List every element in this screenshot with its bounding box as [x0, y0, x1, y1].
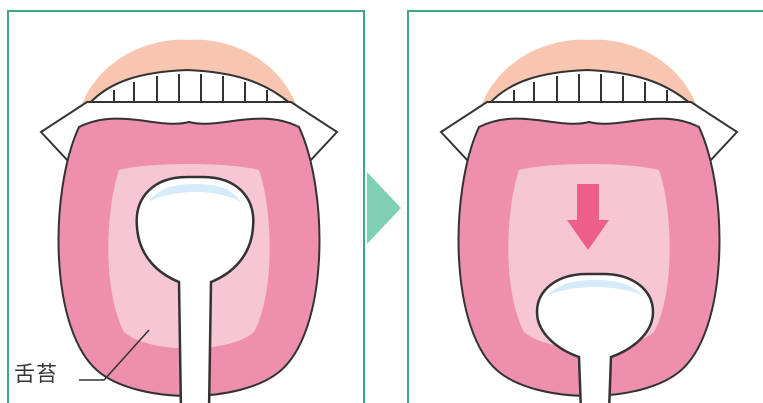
panel-step-2: [407, 10, 763, 403]
step-2-drawing: [409, 12, 763, 403]
panel-step-1: [7, 10, 365, 403]
step-arrow-right-icon: [367, 172, 401, 244]
step-1-drawing: [9, 12, 365, 403]
tongue-coating-label: 舌苔: [14, 364, 58, 385]
